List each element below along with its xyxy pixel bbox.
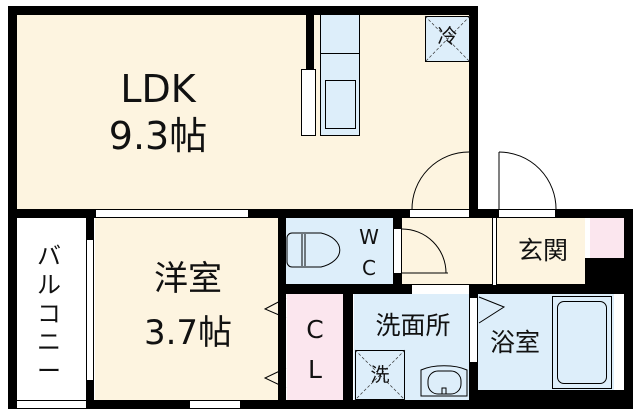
western-right-wall [278,218,286,401]
ldk-right-wall [469,6,478,211]
bathtub-inner [557,301,607,384]
toilet-icon [286,232,341,268]
balcony-floor [17,218,85,401]
western-bottom-window [190,400,240,409]
entrance-step-line [492,218,497,285]
outer-wall-left [8,6,17,409]
washroom-top-wall-right [469,284,633,294]
bath-door-jamb [469,297,478,363]
balcony-bottom-edge [17,400,86,409]
washroom-label: 洗面所 [375,311,451,340]
entrance-label: 玄関 [517,236,568,265]
bathroom-label: 浴室 [489,328,540,357]
kitchen-partition [306,14,314,74]
toilet-label-w: W [359,225,379,249]
ldk-door-opening [410,209,469,218]
toilet-door-jamb [393,228,402,274]
outer-wall-top [8,6,478,15]
front-door-opening [499,209,555,218]
western-left-wall-bottom [86,380,94,401]
ldk-label: LDK [120,67,196,111]
outer-wall-right-top [555,209,632,218]
ldk-floor [16,14,172,210]
entrance-floor [497,218,585,286]
ldk-door-swing [411,151,470,211]
washroom-opening [412,284,469,294]
counter-end-panel [301,69,316,136]
fridge-cross-icon [424,15,471,63]
sink [325,80,356,129]
closet-label-l: L [308,355,322,384]
toilet-door-swing [401,228,448,274]
washbasin-icon [420,365,468,397]
outer-wall-right [624,209,633,409]
shoe-cabinet [590,218,624,258]
western-top-window [96,209,248,218]
washer-label: 洗 [370,364,390,386]
hall-floor [402,218,492,286]
ldk-bottom-wall-right [469,209,499,218]
balcony-label: バルコニー [37,242,61,386]
bathroom-bottom [469,390,633,401]
ldk-bottom-wall-mid [248,209,410,218]
fridge-label: 冷 [437,24,458,48]
closet-label-c: C [306,315,324,344]
outer-wall-bottom [8,400,633,409]
kitchen-counter-divider [320,53,360,54]
ldk-size: 9.3帖 [108,114,208,158]
closet-floor [287,294,343,400]
western-label: 洋室 [154,259,222,299]
western-left-window [86,240,94,380]
front-door-swing [498,151,557,211]
toilet-bottom-wall [278,284,412,294]
bath-door-icon [478,296,506,324]
western-size: 3.7帖 [143,313,233,353]
closet-door-icon [263,297,287,389]
western-left-wall-top [86,218,94,240]
closet-right-wall [343,294,353,401]
ldk-bottom-wall-left [8,209,96,218]
washer-cross-icon [354,349,406,401]
western-floor [95,218,279,401]
toilet-label-c: C [362,256,376,280]
